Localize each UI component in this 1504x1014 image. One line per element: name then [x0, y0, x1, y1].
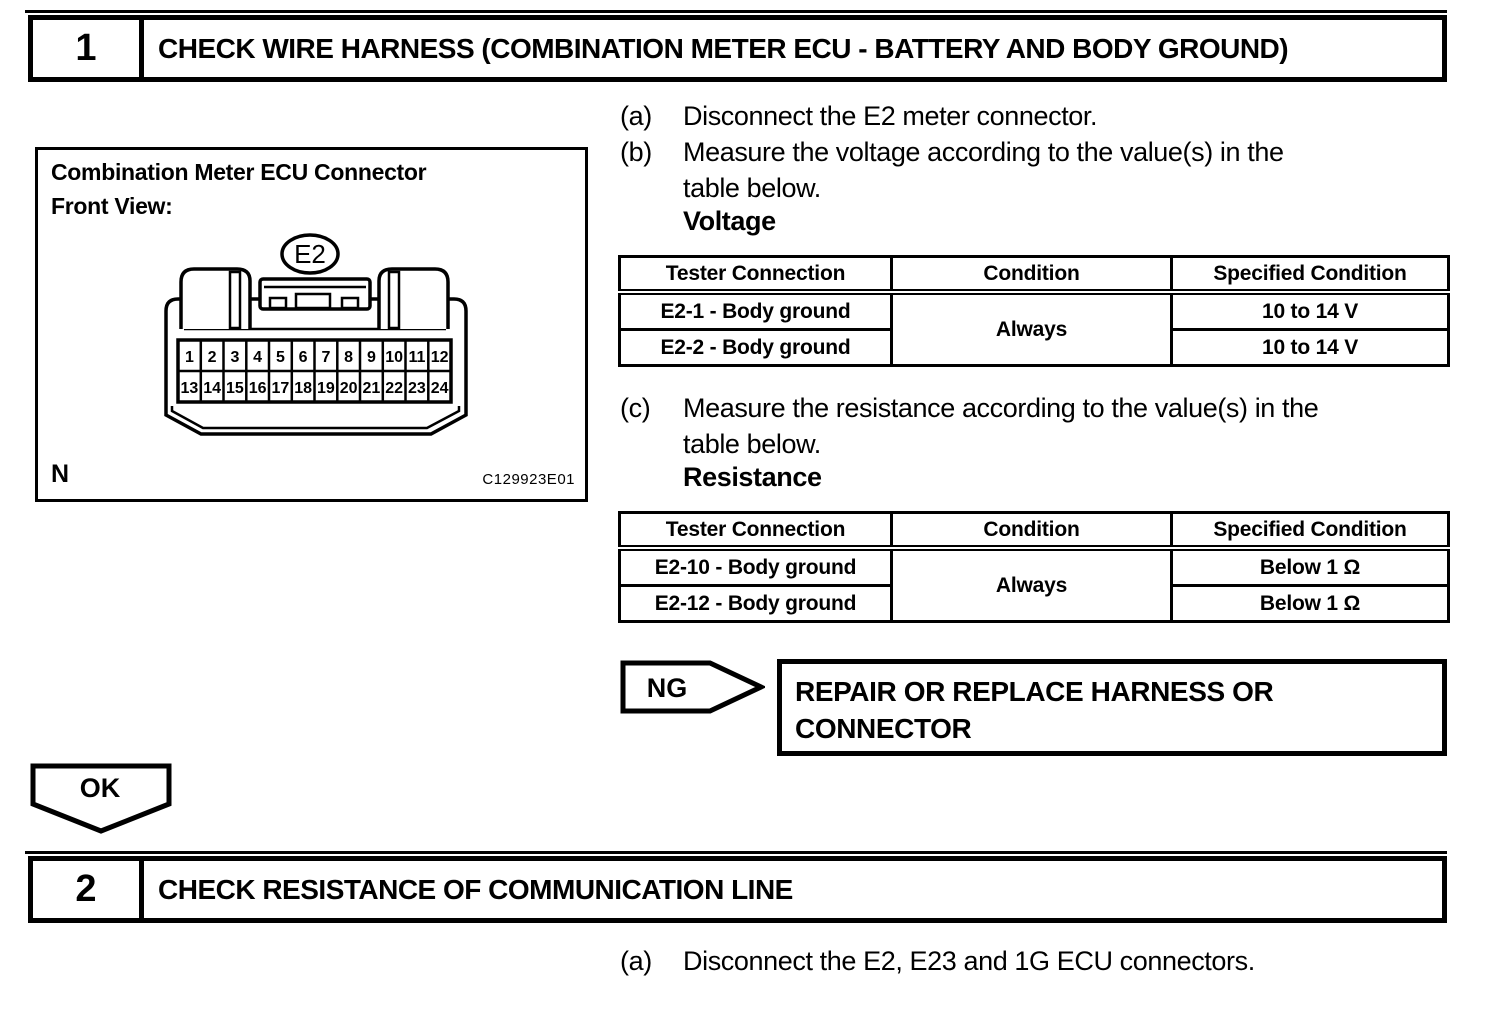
connector-id-oval	[280, 233, 340, 275]
pin-number: 10	[385, 349, 403, 366]
pin-number: 18	[294, 380, 312, 397]
voltage-table-row: E2-2 - Body ground 10 to 14 V	[618, 328, 1450, 367]
pin-number: 11	[408, 349, 425, 366]
connector-base-line	[170, 406, 461, 430]
right-ear-slot	[387, 270, 401, 330]
pin-number: 9	[367, 349, 376, 366]
pin-number: 12	[431, 349, 449, 366]
step-1-title: CHECK WIRE HARNESS (COMBINATION METER EC…	[158, 32, 1289, 64]
voltage-specified-1: 10 to 14 V	[1170, 290, 1450, 331]
pin-number: 2	[208, 349, 217, 366]
pin-number: 19	[317, 380, 335, 397]
instruction-a: (a) Disconnect the E2 meter connector.	[620, 101, 1098, 132]
step2-instruction-a: (a) Disconnect the E2, E23 and 1G ECU con…	[620, 946, 1255, 977]
voltage-condition: Always	[890, 290, 1173, 367]
voltage-table-row: E2-1 - Body ground Always 10 to 14 V	[618, 290, 1450, 367]
ng-action-line2: CONNECTOR	[795, 713, 972, 744]
voltage-header-condition: Condition	[890, 255, 1173, 295]
pin-number: 3	[230, 349, 239, 366]
pin-number: 13	[181, 380, 199, 397]
left-ear-slot	[228, 270, 242, 330]
voltage-heading: Voltage	[683, 206, 776, 236]
voltage-table: Tester Connection Condition Specified Co…	[618, 255, 1450, 367]
ng-label: NG	[647, 673, 688, 703]
resistance-header-condition: Condition	[890, 511, 1173, 551]
instruction-c-continuation: table below.	[683, 429, 821, 459]
step2-instruction-a-text: Disconnect the E2, E23 and 1G ECU connec…	[683, 946, 1255, 976]
step-2-header: 2 CHECK RESISTANCE OF COMMUNICATION LINE	[28, 856, 1447, 923]
voltage-tester-1: E2-1 - Body ground	[618, 290, 893, 331]
pin-number: 21	[363, 380, 381, 397]
voltage-header-specified: Specified Condition	[1170, 255, 1450, 295]
pin-number: 17	[272, 380, 290, 397]
resistance-specified-1: Below 1 Ω	[1170, 546, 1450, 587]
resistance-table-row: E2-12 - Body ground Below 1 Ω	[618, 584, 1450, 623]
diagram-corner-label: N	[51, 460, 70, 488]
pin-number: 4	[253, 349, 262, 366]
ng-action-box: REPAIR OR REPLACE HARNESS OR CONNECTOR	[777, 659, 1447, 756]
step2-instruction-a-label: (a)	[620, 946, 652, 976]
instruction-c-label: (c)	[620, 393, 651, 423]
voltage-header-tester: Tester Connection	[618, 255, 893, 295]
voltage-table-header-row: Tester Connection Condition Specified Co…	[618, 255, 1450, 295]
figure-code: C129923E01	[482, 471, 575, 488]
instruction-a-label: (a)	[620, 101, 652, 131]
resistance-condition: Always	[890, 546, 1173, 623]
pin-number: 7	[321, 349, 330, 366]
resistance-table-row: E2-10 - Body ground Always Below 1 Ω	[618, 546, 1450, 623]
connector-id-label: E2	[294, 239, 326, 269]
diagram-title-line1: Combination Meter ECU Connector	[51, 159, 427, 185]
diagram-title-line2: Front View:	[51, 193, 173, 219]
step-2-number: 2	[33, 861, 144, 918]
instruction-c-text-line1: Measure the resistance according to the …	[683, 393, 1319, 423]
pin-number: 24	[431, 380, 449, 397]
voltage-tester-2: E2-2 - Body ground	[618, 328, 893, 367]
resistance-heading: Resistance	[683, 462, 822, 492]
ng-pointer: NG	[620, 660, 765, 714]
instruction-a-text: Disconnect the E2 meter connector.	[683, 101, 1098, 131]
ok-label: OK	[80, 773, 121, 803]
pin-number: 5	[276, 349, 285, 366]
pin-number: 1	[185, 349, 194, 366]
step-2-rule	[25, 851, 1447, 854]
connector-drawing: 1 2 3 4 5 6 7 8 9 10 11 12 13 14 15 16 1…	[164, 233, 468, 436]
top-rule	[25, 10, 1447, 13]
voltage-specified-2: 10 to 14 V	[1170, 328, 1450, 367]
instruction-b-text-line1: Measure the voltage according to the val…	[683, 137, 1284, 167]
pin-number: 6	[299, 349, 308, 366]
pin-number: 15	[226, 380, 244, 397]
pin-number: 8	[344, 349, 353, 366]
step-1-number: 1	[33, 20, 144, 77]
instruction-b: (b) Measure the voltage according to the …	[620, 137, 1284, 168]
instruction-b-label: (b)	[620, 137, 652, 167]
pin-number: 22	[385, 380, 403, 397]
instruction-b-continuation: table below.	[683, 173, 821, 203]
instruction-c: (c) Measure the resistance according to t…	[620, 393, 1319, 424]
resistance-table-header-row: Tester Connection Condition Specified Co…	[618, 511, 1450, 551]
step-2-title: CHECK RESISTANCE OF COMMUNICATION LINE	[158, 873, 793, 905]
pin-number: 14	[203, 380, 221, 397]
pin-number: 16	[249, 380, 267, 397]
resistance-tester-1: E2-10 - Body ground	[618, 546, 893, 587]
resistance-table: Tester Connection Condition Specified Co…	[618, 511, 1450, 623]
resistance-tester-2: E2-12 - Body ground	[618, 584, 893, 623]
ng-action-line1: REPAIR OR REPLACE HARNESS OR	[795, 676, 1274, 707]
resistance-header-specified: Specified Condition	[1170, 511, 1450, 551]
step-1-header: 1 CHECK WIRE HARNESS (COMBINATION METER …	[28, 15, 1447, 82]
ok-pointer: OK	[30, 763, 172, 834]
connector-diagram-panel: Combination Meter ECU Connector Front Vi…	[35, 147, 588, 502]
resistance-specified-2: Below 1 Ω	[1170, 584, 1450, 623]
pin-number: 20	[340, 380, 358, 397]
resistance-header-tester: Tester Connection	[618, 511, 893, 551]
pin-number: 23	[408, 380, 426, 397]
